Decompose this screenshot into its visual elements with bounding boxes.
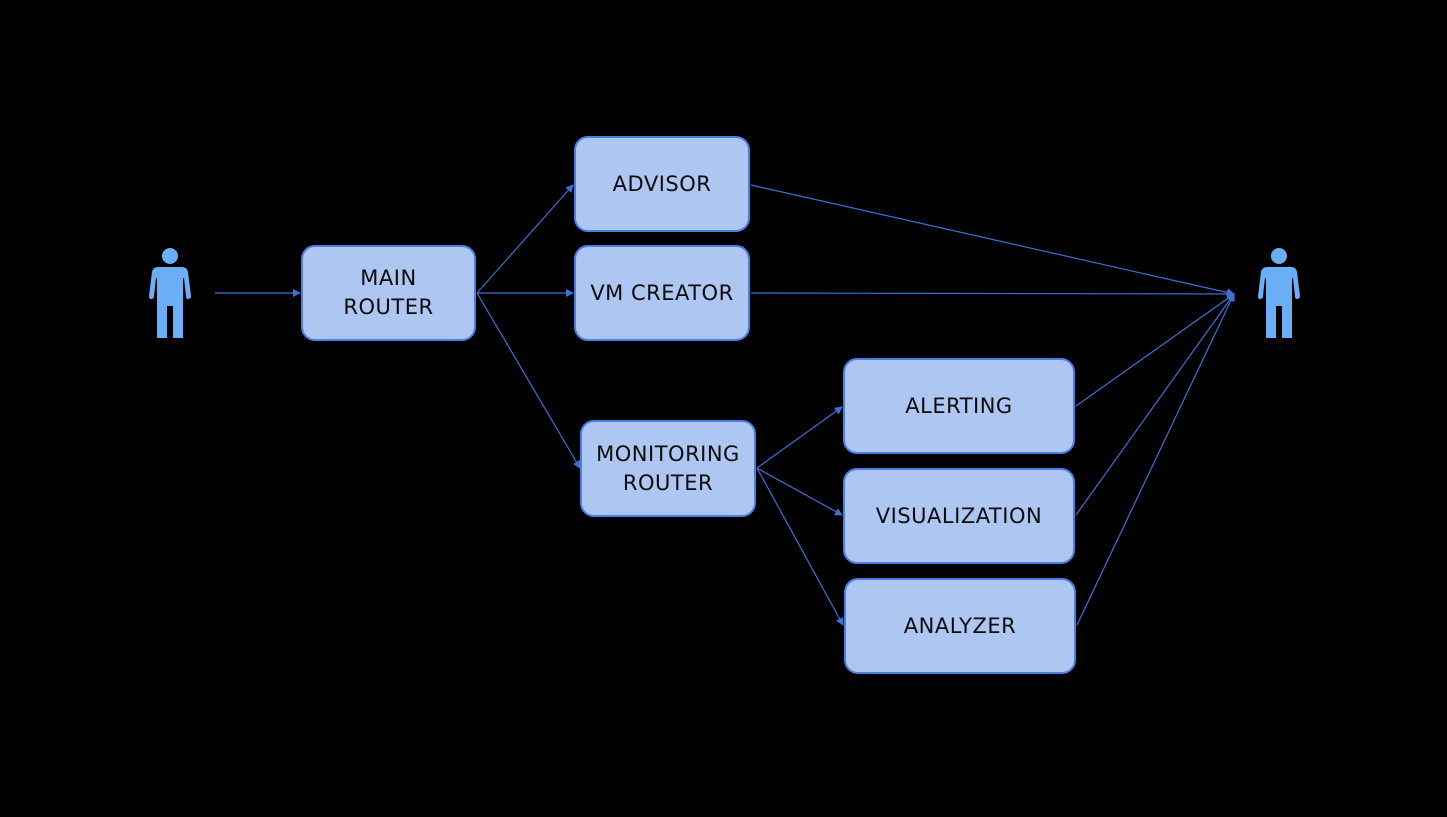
edge-monitoring-router-to-visualization <box>756 467 843 516</box>
node-visualization: VISUALIZATION <box>843 468 1075 564</box>
edge-vm-creator-to-user <box>750 289 1235 298</box>
node-alerting: ALERTING <box>843 358 1075 454</box>
node-advisor: ADVISOR <box>574 136 750 232</box>
edge-monitoring-router-to-alerting <box>756 406 843 469</box>
edge-analyzer-to-user <box>1076 293 1235 626</box>
node-main-router: MAIN ROUTER <box>301 245 476 341</box>
edge-alerting-to-user <box>1075 293 1235 407</box>
edge-monitoring-router-to-analyzer <box>756 467 844 626</box>
person-icon <box>1258 248 1300 344</box>
node-monitoring-router: MONITORING ROUTER <box>580 420 756 517</box>
edge-advisor-to-user <box>750 184 1235 297</box>
node-vm-creator: VM CREATOR <box>574 245 750 341</box>
edge-visualization-to-user <box>1075 293 1235 516</box>
person-icon <box>149 248 191 344</box>
edge-main-router-to-advisor <box>476 184 574 294</box>
edge-main-router-to-monitoring-router <box>476 292 581 469</box>
node-analyzer: ANALYZER <box>844 578 1076 674</box>
